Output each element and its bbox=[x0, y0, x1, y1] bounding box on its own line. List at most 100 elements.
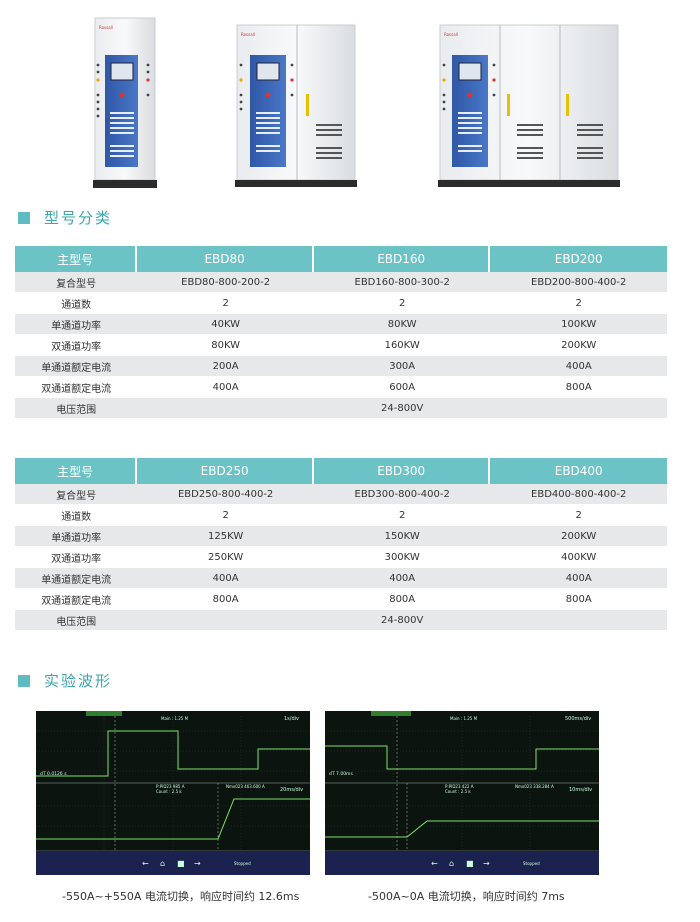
section-heading-waveforms: 实验波形 bbox=[18, 670, 112, 691]
table-row: 通道数 2 2 2 bbox=[15, 293, 667, 314]
scope-measure-b: Nmx023 463.600 A bbox=[226, 784, 265, 789]
scope-measure-c: Count : 2.5 k bbox=[156, 789, 182, 794]
row-label: 复合型号 bbox=[15, 484, 138, 505]
waveform-trace-top bbox=[36, 730, 310, 777]
row-label: 双通道额定电流 bbox=[15, 377, 138, 398]
table-cell: 400A bbox=[490, 356, 667, 377]
scope-right-arrow-icon: → bbox=[194, 859, 201, 868]
product-cabinets-illustration: Rossall Rossall Rossall bbox=[93, 17, 620, 188]
scope-readout: Main : 1.25 M bbox=[450, 716, 478, 721]
table-cell: 125KW bbox=[137, 526, 314, 547]
row-label: 双通道功率 bbox=[15, 547, 138, 568]
row-label: 单通道额定电流 bbox=[15, 356, 138, 377]
row-label: 单通道功率 bbox=[15, 526, 138, 547]
scope-measure-b: Nmx023 338.284 A bbox=[515, 784, 554, 789]
table-cell: EBD160-800-300-2 bbox=[313, 272, 491, 293]
scope-timebase: 1s/div bbox=[284, 716, 299, 722]
header-cell: EBD400 bbox=[490, 458, 667, 484]
scope-readout: Main : 1.25 M bbox=[161, 716, 189, 721]
row-label: 电压范围 bbox=[15, 610, 138, 631]
table-cell: 200KW bbox=[490, 526, 667, 547]
table-cell: EBD400-800-400-2 bbox=[490, 484, 667, 505]
waveform-trace-top bbox=[325, 745, 599, 770]
square-bullet-icon bbox=[18, 674, 30, 687]
table-cell: 400KW bbox=[490, 547, 667, 568]
table-cell: 300KW bbox=[313, 547, 491, 568]
table-cell: 600A bbox=[313, 377, 491, 398]
row-label: 通道数 bbox=[15, 293, 138, 314]
header-cell: EBD200 bbox=[490, 246, 667, 272]
table-cell-voltage: 24-800V bbox=[137, 610, 667, 631]
header-cell: 主型号 bbox=[15, 246, 138, 272]
table-cell: 800A bbox=[313, 589, 491, 610]
table-row: 复合型号 EBD80-800-200-2 EBD160-800-300-2 EB… bbox=[15, 272, 667, 293]
table-cell: EBD80-800-200-2 bbox=[137, 272, 314, 293]
table-row: 双通道额定电流 800A 800A 800A bbox=[15, 589, 667, 610]
scope-cursor-readout: dT 0.0126 s bbox=[40, 771, 67, 777]
cabinet-double: Rossall bbox=[235, 24, 357, 187]
table-row: 通道数 2 2 2 bbox=[15, 505, 667, 526]
scope-home-icon: ⌂ bbox=[160, 859, 165, 868]
table-cell: EBD200-800-400-2 bbox=[490, 272, 667, 293]
table-cell: 200KW bbox=[490, 335, 667, 356]
table-cell: 800A bbox=[490, 589, 667, 610]
table-cell: 300A bbox=[313, 356, 491, 377]
scope-home-icon: ⌂ bbox=[449, 859, 454, 868]
table-row: 单通道额定电流 200A 300A 400A bbox=[15, 356, 667, 377]
table-cell: 400A bbox=[313, 568, 491, 589]
row-label: 单通道额定电流 bbox=[15, 568, 138, 589]
scope-measure-c: Count : 2.5 k bbox=[445, 789, 471, 794]
header-cell: EBD250 bbox=[137, 458, 314, 484]
table-cell: 400A bbox=[137, 568, 314, 589]
table-cell: 800A bbox=[137, 589, 314, 610]
scope-status: Stopped bbox=[234, 861, 251, 866]
waveform-trace-bottom bbox=[325, 820, 599, 838]
scope-measure-a: P:PID23 422 A bbox=[445, 784, 474, 789]
table-row: 复合型号 EBD250-800-400-2 EBD300-800-400-2 E… bbox=[15, 484, 667, 505]
table-cell: 400A bbox=[490, 568, 667, 589]
header-cell: 主型号 bbox=[15, 458, 138, 484]
table-cell: 80KW bbox=[313, 314, 491, 335]
table-cell: 150KW bbox=[313, 526, 491, 547]
table-cell: 800A bbox=[490, 377, 667, 398]
table-cell: 2 bbox=[137, 505, 314, 526]
table-cell: 2 bbox=[313, 293, 491, 314]
table-cell: 80KW bbox=[137, 335, 314, 356]
spec-table-1: 主型号 EBD80 EBD160 EBD200 复合型号 EBD80-800-2… bbox=[15, 246, 667, 419]
table-cell: 2 bbox=[490, 293, 667, 314]
table-cell: 2 bbox=[490, 505, 667, 526]
scope-delete-icon: ■ bbox=[466, 859, 474, 868]
table-row: 电压范围 24-800V bbox=[15, 398, 667, 419]
table-row: 单通道额定电流 400A 400A 400A bbox=[15, 568, 667, 589]
scope-right-arrow-icon: → bbox=[483, 859, 490, 868]
waveform-caption-2: -500A~0A 电流切换，响应时间约 7ms bbox=[368, 890, 565, 903]
spec-table-2: 主型号 EBD250 EBD300 EBD400 复合型号 EBD250-800… bbox=[15, 458, 667, 631]
table-cell: 200A bbox=[137, 356, 314, 377]
table-cell: 40KW bbox=[137, 314, 314, 335]
table-header-row: 主型号 EBD250 EBD300 EBD400 bbox=[15, 458, 667, 484]
section-heading-models: 型号分类 bbox=[18, 207, 112, 228]
table-cell: 160KW bbox=[313, 335, 491, 356]
scope-measure-a: P:PID23 985 A bbox=[156, 784, 185, 789]
table-row: 双通道额定电流 400A 600A 800A bbox=[15, 377, 667, 398]
cabinet-single: Rossall bbox=[93, 17, 157, 188]
header-cell: EBD300 bbox=[313, 458, 491, 484]
oscilloscope-screenshot-1: Main : 1.25 M 1s/div dT 0.0126 s P:PID23… bbox=[36, 711, 310, 875]
table-row: 单通道功率 40KW 80KW 100KW bbox=[15, 314, 667, 335]
scope-status: Stopped bbox=[523, 861, 540, 866]
waveform-trace-bottom bbox=[36, 798, 310, 840]
section-title: 实验波形 bbox=[44, 672, 113, 690]
row-label: 电压范围 bbox=[15, 398, 138, 419]
scope-delete-icon: ■ bbox=[177, 859, 185, 868]
scope-cursor-readout: dT 7.00ms bbox=[329, 771, 353, 777]
table-cell: 100KW bbox=[490, 314, 667, 335]
table-cell-voltage: 24-800V bbox=[137, 398, 667, 419]
table-cell: 250KW bbox=[137, 547, 314, 568]
scope-left-arrow-icon: ← bbox=[431, 859, 438, 868]
scope-timebase-zoom: 20ms/div bbox=[280, 787, 303, 793]
table-cell: 2 bbox=[137, 293, 314, 314]
row-label: 单通道功率 bbox=[15, 314, 138, 335]
brand-logo: Rossall bbox=[99, 25, 113, 30]
scope-timebase-zoom: 10ms/div bbox=[569, 787, 592, 793]
waveform-caption-1: -550A~+550A 电流切换，响应时间约 12.6ms bbox=[62, 890, 300, 903]
